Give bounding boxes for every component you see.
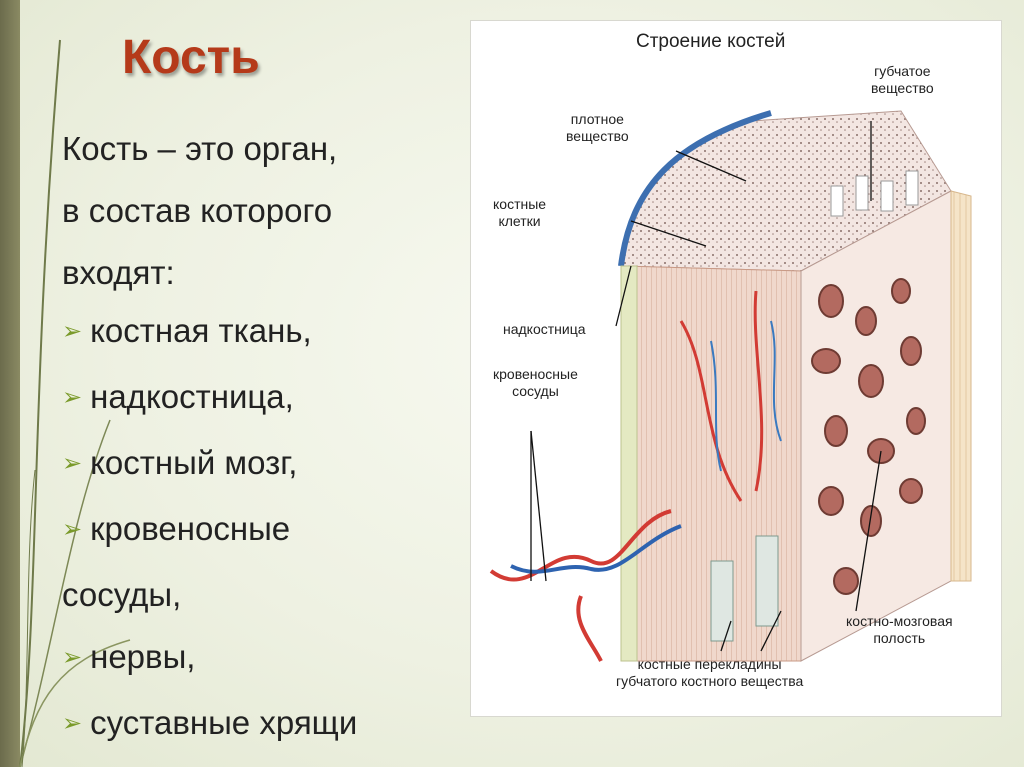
list-item: ➢ костная ткань, [62,300,502,366]
bone-illustration [489,110,972,662]
intro-line: Кость – это орган, [62,130,338,167]
label-line: костные перекладины [637,656,782,672]
slide-title: Кость [122,31,260,84]
label-line: губчатого костного вещества [616,673,804,689]
label-blood-vessels: кровеносные сосуды [493,366,578,400]
list-item: ➢ суставные хрящи [62,692,502,758]
bullet-text: нервы, [90,638,196,675]
label-marrow-cavity: костно-мозговая полость [846,613,953,647]
list-item: ➢ костный мозг, [62,432,502,498]
label-line: костные [493,196,547,212]
diagram-title: Строение костей [636,31,786,52]
bone-structure-diagram: Строение костей губчатое вещество плотно… [470,20,1002,717]
arrow-bullet-icon: ➢ [62,318,83,345]
intro-line: входят: [62,254,175,291]
arrow-bullet-icon: ➢ [62,516,83,543]
arrow-bullet-icon: ➢ [62,644,83,671]
label-line: сосуды [512,383,559,399]
label-periosteum: надкостница [503,321,586,337]
list-item: ➢ нервы, [62,626,502,692]
label-line: вещество [871,80,934,96]
label-line: костно-мозговая [846,613,953,629]
bullet-list: ➢ костная ткань, ➢ надкостница, ➢ костный м… [62,300,502,758]
list-item: ➢ кровеносные [62,498,502,564]
intro-text: Кость – это орган, в состав которого вхо… [62,118,482,304]
intro-line: в состав которого [62,192,333,229]
label-line: губчатое [874,63,931,79]
bullet-text: кровеносные [90,510,291,547]
arrow-bullet-icon: ➢ [62,384,83,411]
label-trabeculae: костные перекладины губчатого костного в… [616,656,803,690]
bullet-text: костный мозг, [90,444,298,481]
bullet-text: костная ткань, [90,312,312,349]
label-compact-substance: плотное вещество [566,111,629,145]
label-bone-cells: костные клетки [493,196,546,230]
label-spongy-substance: губчатое вещество [871,63,934,97]
arrow-bullet-icon: ➢ [62,450,83,477]
label-line: вещество [566,128,629,144]
grass-decoration [19,39,131,767]
label-line: полость [873,630,926,646]
bullet-text: суставные хрящи [90,704,358,741]
bullet-text: надкостница, [90,378,294,415]
bullet-continuation: сосуды, [62,576,182,613]
label-line: клетки [498,213,541,229]
list-item: ➢ надкостница, [62,366,502,432]
label-line: плотное [570,111,624,127]
arrow-bullet-icon: ➢ [62,710,83,737]
label-line: кровеносные [493,366,578,382]
left-decor-strip [0,0,20,767]
